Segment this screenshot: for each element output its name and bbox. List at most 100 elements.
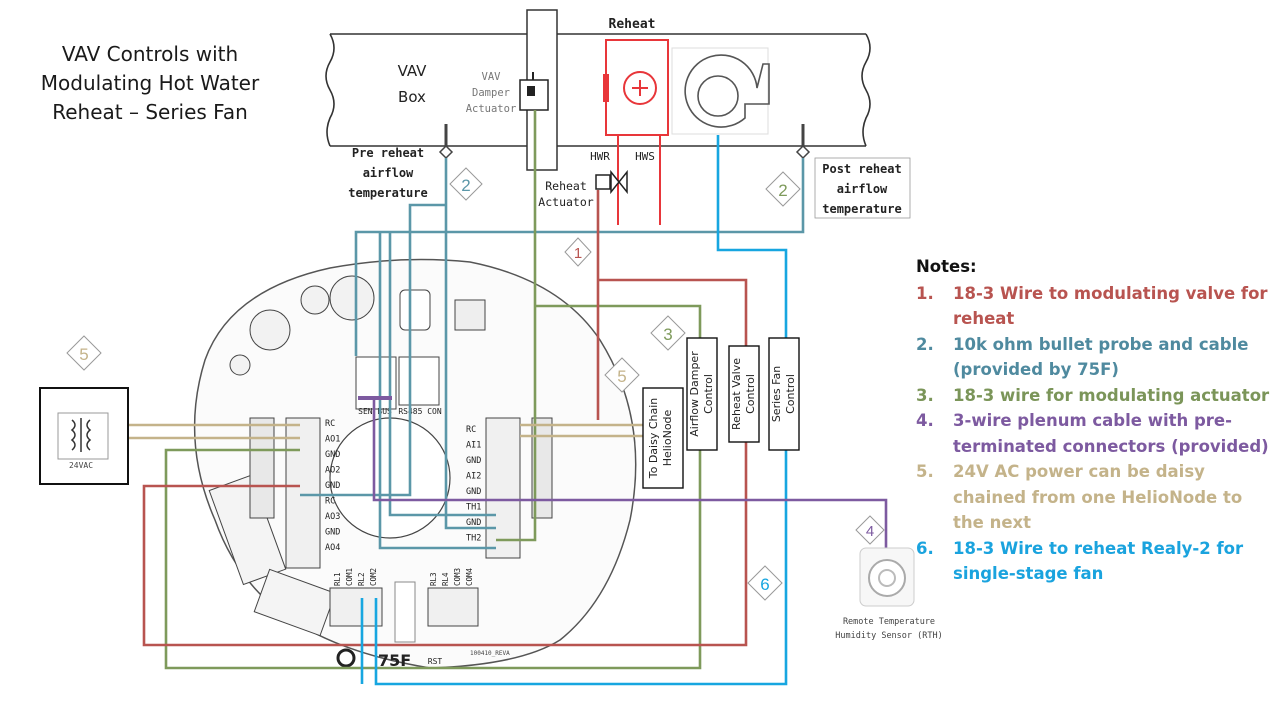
post-reheat-probe-icon xyxy=(795,124,811,160)
diagram-title: VAV Controls with Modulating Hot Water R… xyxy=(40,42,260,124)
hwr-label: HWR xyxy=(590,150,610,163)
transformer-label: 24VAC xyxy=(69,461,93,470)
rs485-label: RS485 CON xyxy=(398,407,442,416)
fan-housing xyxy=(671,47,769,135)
terminal-label: RC xyxy=(325,497,335,507)
pre-reheat-probe-icon xyxy=(438,124,454,160)
svg-text:Series FanControl: Series FanControl xyxy=(770,366,797,422)
fan-icon xyxy=(684,54,770,128)
board-revision: 100410_REVA xyxy=(470,650,510,657)
svg-text:Airflow DamperControl: Airflow DamperControl xyxy=(688,351,715,437)
svg-text:5: 5 xyxy=(617,367,626,386)
notes-list: 1. 18-3 Wire to modulating valve for rehe… xyxy=(916,281,1276,587)
svg-text:Reheat ValveControl: Reheat ValveControl xyxy=(730,358,757,430)
helionode-board: SEN BUS RS485 CON 75F RST 100410_REVA xyxy=(193,258,637,670)
badge-5-left: 5 xyxy=(66,335,102,371)
board-brand: 75F xyxy=(378,651,411,670)
terminal-label: AO3 xyxy=(325,512,340,522)
rst-label: RST xyxy=(428,657,443,666)
relay-label: COM1 xyxy=(345,568,354,586)
green-wire-damper xyxy=(164,110,702,670)
red-wire-reheat xyxy=(142,190,748,647)
note-text: 10k ohm bullet probe and cable (provided… xyxy=(953,334,1249,380)
svg-text:2: 2 xyxy=(778,181,787,200)
note-text: 18-3 Wire to reheat Realy-2 for single-s… xyxy=(953,538,1244,584)
purple-wire-rth xyxy=(372,398,888,548)
terminal-label: AO4 xyxy=(325,543,340,553)
note-item: 1. 18-3 Wire to modulating valve for rehe… xyxy=(916,281,1276,332)
badge-2-post: 2 xyxy=(765,171,801,207)
note-number: 1. xyxy=(916,283,934,303)
notes-heading: Notes: xyxy=(916,257,977,276)
note-number: 6. xyxy=(916,538,934,558)
daisy-chain-box: To Daisy ChainHelioNode xyxy=(642,387,684,489)
note-text: 24V AC power can be daisy chained from o… xyxy=(953,462,1243,532)
badge-4: 4 xyxy=(855,515,885,545)
terminal-label: GND xyxy=(325,481,340,491)
note-number: 5. xyxy=(916,462,934,481)
terminal-label: GND xyxy=(325,528,340,538)
badge-5-right: 5 xyxy=(604,357,640,393)
airflow-damper-box: Airflow DamperControl xyxy=(686,337,718,451)
relay-label: RL4 xyxy=(441,572,450,586)
svg-text:1: 1 xyxy=(574,245,582,262)
terminal-label: AO1 xyxy=(325,435,340,445)
heater-plus-icon xyxy=(623,71,657,105)
note-item: 4. 3-wire plenum cable with pre-terminate… xyxy=(916,408,1276,459)
blue-wire-fan xyxy=(374,135,788,686)
notes-panel: Notes: 1. 18-3 Wire to modulating valve f… xyxy=(916,254,1276,587)
teal-wire-post xyxy=(354,158,805,550)
badge-6: 6 xyxy=(747,565,783,601)
terminal-label: GND xyxy=(466,487,481,497)
terminal-label: TH2 xyxy=(466,534,481,544)
terminal-label: TH1 xyxy=(466,503,481,513)
relay-label: RL3 xyxy=(429,572,438,586)
tan-wire-24vac xyxy=(100,423,650,440)
svg-text:3: 3 xyxy=(663,325,672,344)
transformer-icon xyxy=(70,419,92,451)
terminal-label: GND xyxy=(325,450,340,460)
note-item: 6. 18-3 Wire to reheat Realy-2 for single… xyxy=(916,536,1276,587)
svg-text:To Daisy ChainHelioNode: To Daisy ChainHelioNode xyxy=(647,398,674,480)
badge-3: 3 xyxy=(650,315,686,351)
terminal-label: GND xyxy=(466,518,481,528)
relay-label: COM3 xyxy=(453,568,462,586)
terminal-label: AI2 xyxy=(466,472,481,482)
terminal-label: AI1 xyxy=(466,441,481,451)
reheat-valve-box: Reheat ValveControl xyxy=(728,345,760,443)
svg-text:2: 2 xyxy=(461,176,470,195)
svg-text:6: 6 xyxy=(760,575,769,594)
vav-duct xyxy=(325,33,871,147)
hws-label: HWS xyxy=(635,150,655,163)
reheat-label: Reheat xyxy=(609,17,656,32)
note-number: 2. xyxy=(916,334,934,354)
relay-label: RL1 xyxy=(333,572,342,586)
terminal-label: GND xyxy=(466,456,481,466)
series-fan-box: Series FanControl xyxy=(768,337,800,451)
terminal-label: RC xyxy=(325,419,335,429)
note-text: 18-3 wire for modulating actuator xyxy=(953,385,1270,405)
rth-sensor-icon xyxy=(859,547,915,607)
badge-1: 1 xyxy=(564,237,592,267)
svg-text:4: 4 xyxy=(866,523,874,540)
note-item: 2. 10k ohm bullet probe and cable (provid… xyxy=(916,332,1276,383)
svg-text:5: 5 xyxy=(79,345,88,364)
note-number: 4. xyxy=(916,411,934,430)
note-number: 3. xyxy=(916,385,934,405)
relay-label: RL2 xyxy=(357,572,366,586)
note-text: 3-wire plenum cable with pre-terminated … xyxy=(953,411,1269,456)
terminal-label: RC xyxy=(466,425,476,435)
note-item: 5. 24V AC power can be daisy chained from… xyxy=(916,459,1276,536)
note-item: 3. 18-3 wire for modulating actuator xyxy=(916,383,1276,409)
relay-label: COM2 xyxy=(369,568,378,586)
note-text: 18-3 Wire to modulating valve for reheat xyxy=(953,283,1268,329)
